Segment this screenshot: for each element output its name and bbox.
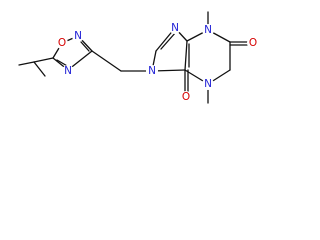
atom-n-purine-7: N: [146, 65, 158, 77]
pyrimidine-ring: [184, 29, 231, 85]
svg-text:O: O: [58, 37, 66, 49]
atom-n-purine-1: N: [202, 78, 214, 90]
atom-n-oxadiazole-4: N: [72, 30, 84, 42]
isopropyl-group: [18, 57, 54, 77]
svg-text:O: O: [249, 37, 257, 49]
svg-text:N: N: [148, 65, 156, 77]
atom-o-carbonyl-6: O: [180, 91, 192, 103]
imidazole-ring: [151, 27, 188, 72]
atom-n-oxadiazole-2: N: [62, 65, 74, 77]
svg-text:N: N: [204, 78, 212, 90]
bond: [18, 61, 35, 66]
svg-text:N: N: [74, 30, 82, 42]
atom-o-carbonyl-2: O: [247, 37, 259, 49]
atom-n-purine-3: N: [202, 24, 214, 36]
atom-o-oxadiazole: O: [56, 37, 68, 49]
bond: [80, 41, 90, 52]
bond: [33, 61, 46, 77]
bond: [33, 57, 54, 63]
bond: [184, 40, 188, 71]
bond: [91, 50, 122, 72]
atom-labels: N O N N N N N O: [56, 22, 259, 103]
molecule-structure-diagram: N O N N N N N O: [18, 11, 259, 104]
svg-text:N: N: [171, 22, 179, 34]
bond: [160, 31, 177, 50]
substituents: [184, 11, 250, 104]
svg-text:N: N: [64, 65, 72, 77]
methylene-linker: [91, 50, 153, 72]
atom-n-purine-9: N: [169, 22, 181, 34]
svg-text:O: O: [182, 91, 190, 103]
svg-text:N: N: [204, 24, 212, 36]
